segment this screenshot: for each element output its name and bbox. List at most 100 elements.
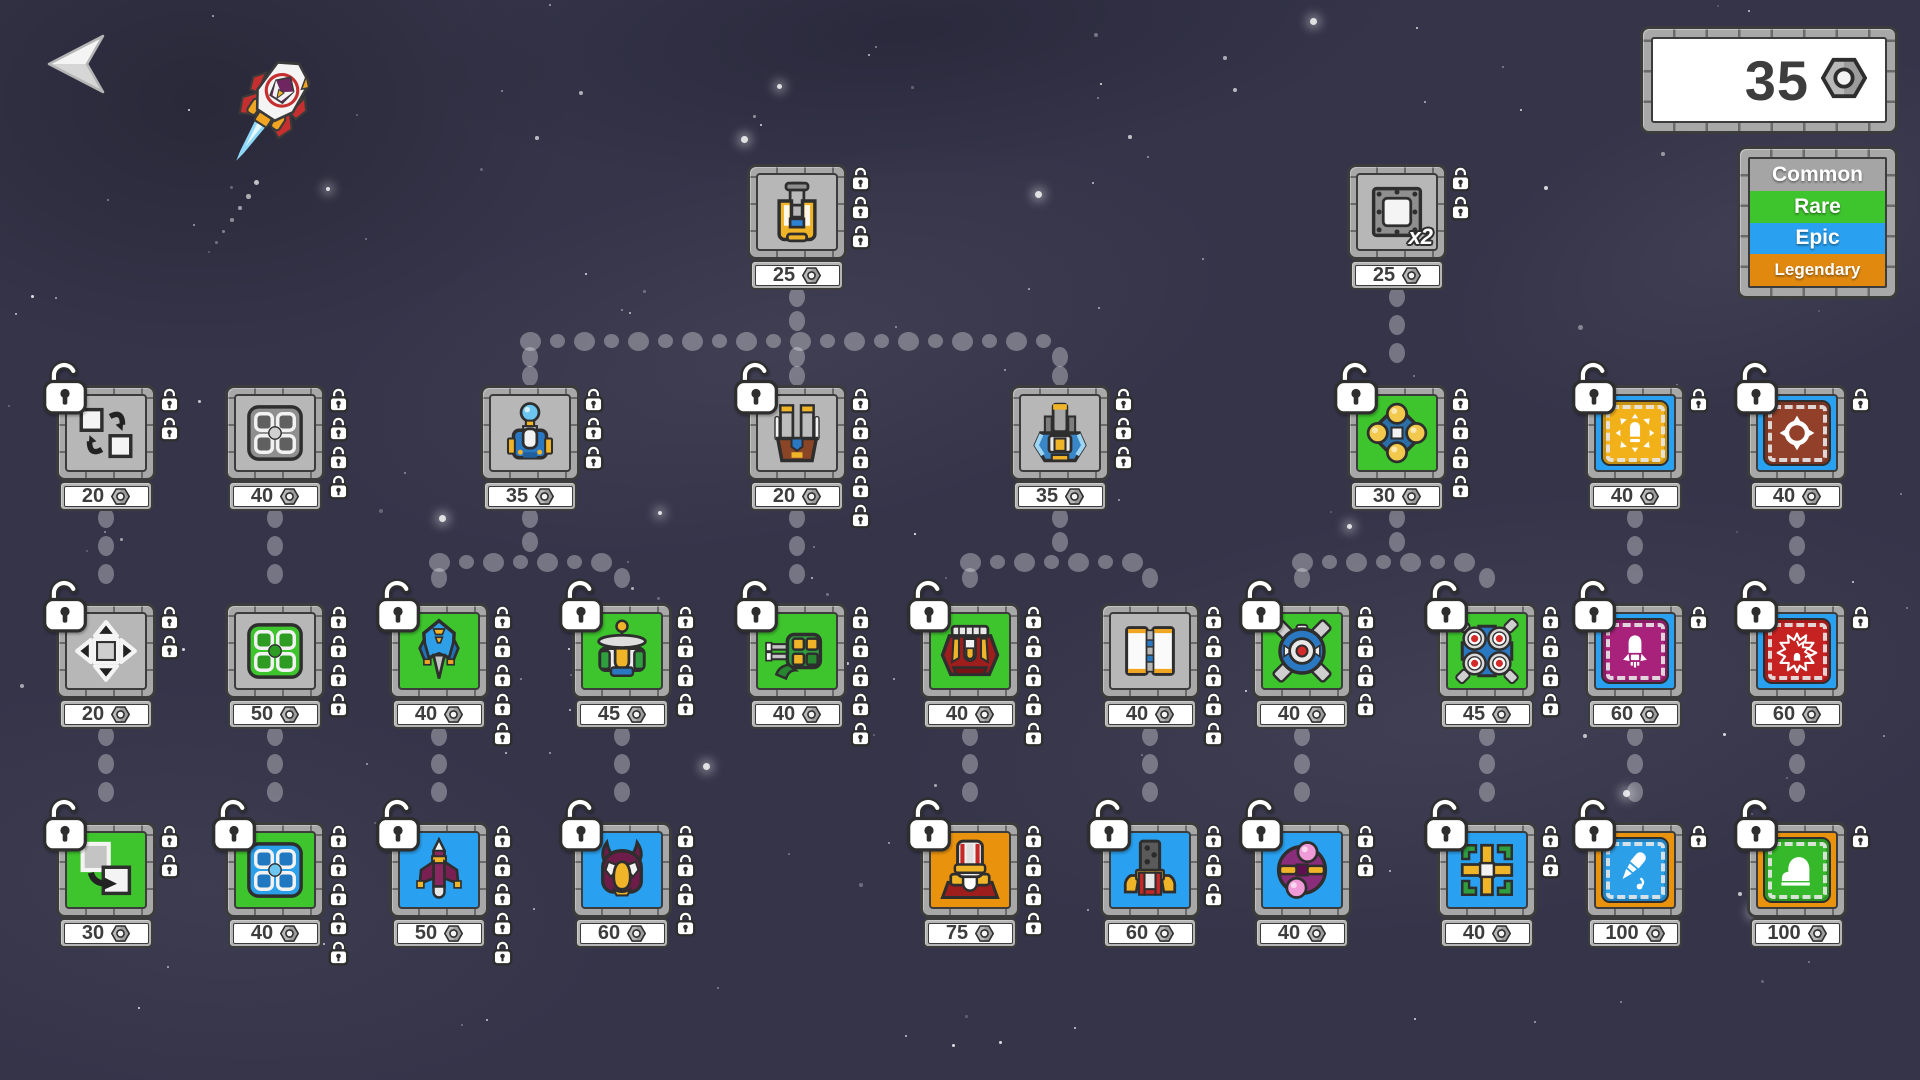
back-button[interactable]	[46, 32, 108, 98]
horned_beetle-icon	[601, 838, 643, 897]
upgrade-node-copy-squares[interactable]: 30	[43, 797, 180, 948]
node-tile	[1747, 603, 1847, 699]
node-tile	[1010, 385, 1110, 481]
drill_ship-icon	[418, 618, 460, 679]
nut-icon	[280, 487, 300, 505]
upgrade-node-vent-blue[interactable]: 40	[212, 797, 349, 966]
open-padlock-icon	[43, 797, 87, 852]
lock-icon	[492, 940, 513, 966]
upgrade-node-pink-orbs[interactable]: 40	[1239, 797, 1376, 948]
upgrade-node-door-panels[interactable]: 40	[1100, 603, 1224, 747]
nut-icon	[1640, 487, 1660, 505]
upgrade-locks	[850, 604, 871, 747]
upgrade-node-swap-squares[interactable]: 20	[43, 360, 180, 511]
lock-icon	[492, 663, 513, 689]
upgrade-locks	[1850, 386, 1871, 413]
upgrade-node-purple-ship[interactable]: 50	[376, 797, 513, 966]
lock-icon	[1688, 387, 1709, 413]
node-tile	[225, 385, 325, 481]
upgrade-node-missile-tile[interactable]: 60	[1572, 578, 1709, 729]
lock-icon	[1450, 474, 1471, 500]
drill_missile-icon	[1622, 852, 1646, 890]
upgrade-node-twin-barrel-turret[interactable]: 20	[734, 360, 871, 529]
lock-icon	[492, 882, 513, 908]
upgrade-node-crosshair-target[interactable]: 40	[1734, 360, 1871, 511]
upgrade-node-drill-ship[interactable]: 40	[376, 578, 513, 747]
nut-icon	[975, 705, 995, 723]
upgrade-node-machine-gun[interactable]: 60	[1087, 797, 1224, 948]
open-padlock-icon	[1239, 797, 1283, 852]
upgrade-node-quad-gold-orbs[interactable]: 30	[1334, 360, 1471, 511]
lock-icon	[1203, 882, 1224, 908]
radar_turret-icon	[597, 619, 647, 677]
upgrade-node-clamp-turret[interactable]: 25	[747, 164, 871, 290]
lock-icon	[850, 605, 871, 631]
upgrade-node-repair-cross[interactable]: 40	[1424, 797, 1561, 948]
upgrade-node-armored-turret[interactable]: 35	[1010, 385, 1134, 511]
price-plate: 60	[575, 918, 669, 948]
machine_gun-icon	[1123, 839, 1177, 896]
lock-icon	[850, 663, 871, 689]
nut-icon	[1820, 55, 1868, 106]
lock-icon	[492, 692, 513, 718]
upgrade-locks	[1023, 604, 1044, 747]
price-label: 60	[1125, 921, 1149, 944]
price-plate: 100	[1588, 918, 1682, 948]
lock-icon	[1450, 166, 1471, 192]
lock-icon	[1023, 882, 1044, 908]
nut-icon	[111, 924, 131, 942]
lock-icon	[850, 387, 871, 413]
upgrade-node-move-arrows[interactable]: 20	[43, 578, 180, 729]
lock-icon	[159, 853, 180, 879]
multiplier-badge: x2	[1408, 224, 1433, 249]
price-plate: 35	[1013, 481, 1107, 511]
upgrade-node-gatling-turret[interactable]: 40	[734, 578, 871, 747]
nut-icon	[535, 487, 555, 505]
lock-icon	[492, 853, 513, 879]
nut-icon	[1802, 487, 1822, 505]
upgrade-node-quad-orb-cannons[interactable]: 45	[1424, 578, 1561, 729]
upgrade-node-horned-beetle[interactable]: 60	[559, 797, 696, 948]
nut-icon	[802, 705, 822, 723]
lock-icon	[583, 445, 604, 471]
price-label: 75	[945, 921, 969, 944]
open-padlock-icon	[1734, 360, 1778, 415]
upgrade-node-heavy-cannon[interactable]: 75	[907, 797, 1044, 948]
price-plate: 20	[750, 481, 844, 511]
upgrade-node-fort-turret[interactable]: 40	[907, 578, 1044, 747]
open-padlock-icon	[1239, 578, 1283, 633]
upgrade-node-orb-cannon[interactable]: 40	[1239, 578, 1376, 729]
lock-icon	[850, 224, 871, 250]
upgrade-node-vent-gray[interactable]: 40	[225, 385, 349, 511]
fort-icon	[940, 624, 1000, 677]
upgrade-locks	[583, 386, 604, 471]
upgrade-node-explosion-tile[interactable]: 60	[1734, 578, 1871, 729]
upgrade-node-drill-missile[interactable]: 100	[1572, 797, 1709, 948]
lock-icon	[328, 445, 349, 471]
upgrade-locks	[1355, 823, 1376, 879]
lock-icon	[328, 663, 349, 689]
lock-icon	[1023, 824, 1044, 850]
upgrade-node-radar-turret[interactable]: 45	[559, 578, 696, 729]
upgrade-locks	[1850, 604, 1871, 631]
open-padlock-icon	[907, 578, 951, 633]
open-padlock-icon	[907, 797, 951, 852]
price-plate: 20	[59, 481, 153, 511]
upgrade-node-vent-green[interactable]: 50	[225, 603, 349, 729]
crosshair-target-frame	[1763, 400, 1831, 466]
upgrade-node-dome-shield[interactable]: 100	[1734, 797, 1871, 948]
price-plate: 40	[1440, 918, 1534, 948]
repair_cross-icon	[1460, 843, 1514, 897]
lock-icon	[675, 824, 696, 850]
upgrade-locks	[1203, 604, 1224, 747]
node-tile	[920, 822, 1020, 918]
upgrade-node-orb-antenna-turret[interactable]: 35	[480, 385, 604, 511]
nut-icon	[1492, 705, 1512, 723]
upgrade-locks	[159, 386, 180, 442]
legend-row-rare: Rare	[1750, 190, 1885, 223]
block_x2-icon	[1371, 186, 1423, 238]
nut-icon	[1802, 705, 1822, 723]
lock-icon	[492, 605, 513, 631]
upgrade-node-bullet-spread[interactable]: 40	[1572, 360, 1709, 511]
